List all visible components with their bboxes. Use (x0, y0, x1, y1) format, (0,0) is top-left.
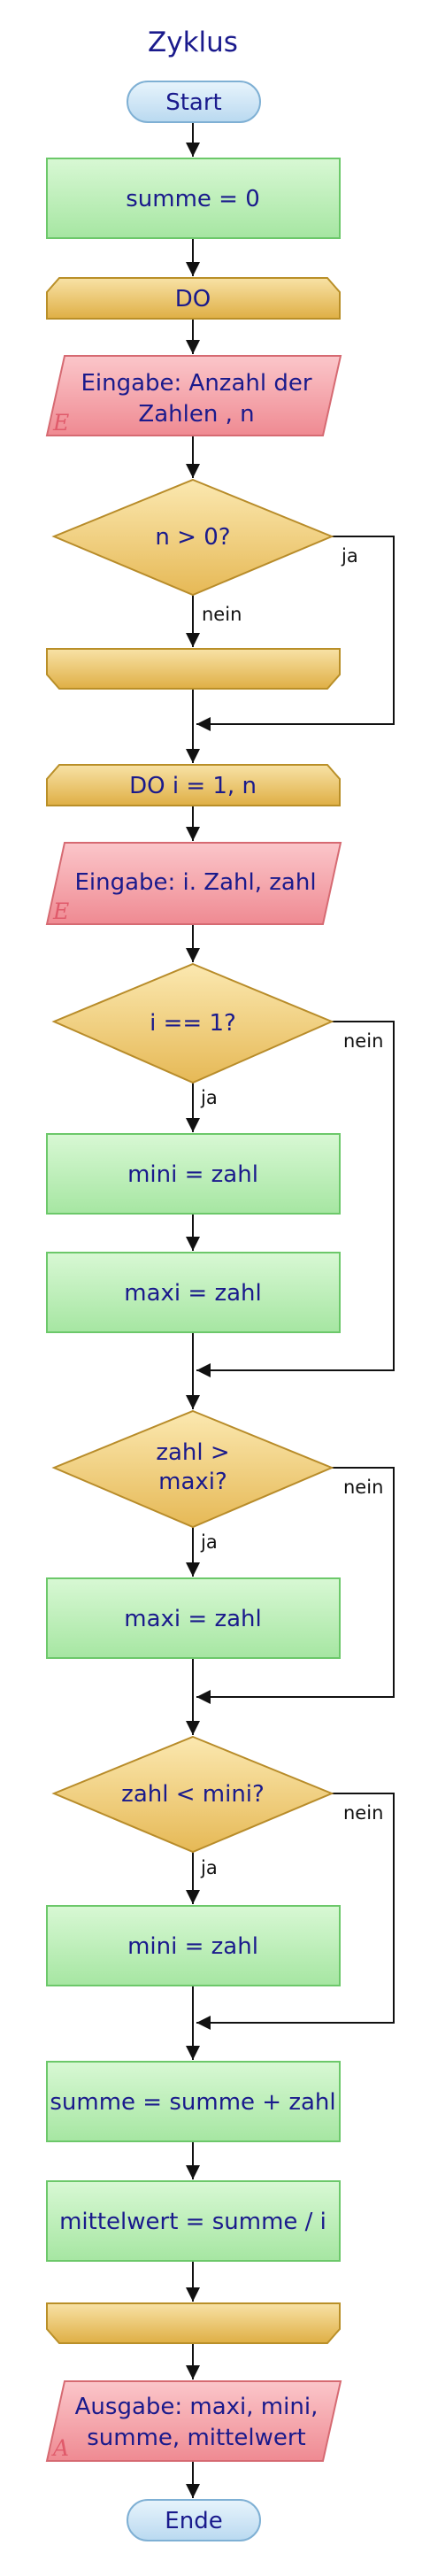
edge-label-cond-min-no: nein (343, 1802, 383, 1824)
cond-max-line-1: zahl > (156, 1439, 229, 1466)
end-terminal: Ende (127, 2499, 261, 2541)
input-count-line-1: Eingabe: Anzahl der (81, 370, 311, 397)
loop-end-inner (46, 2302, 341, 2344)
edge-cond-n-yes (196, 536, 395, 731)
process-set-mini-first: mini = zahl (46, 1133, 341, 1215)
loop-end-outer (46, 648, 341, 690)
input-marker: E (52, 410, 69, 436)
end-label: Ende (165, 2508, 222, 2534)
cond-first-label: i == 1? (150, 1010, 236, 1037)
input-number: Eingabe: i. Zahl, zahl E (45, 842, 342, 925)
process-add-sum: summe = summe + zahl (46, 2061, 341, 2142)
output-line-2: summe, mittelwert (87, 2425, 306, 2451)
set-mini-label: mini = zahl (127, 1933, 258, 1960)
process-calc-mean: mittelwert = summe / i (46, 2180, 341, 2262)
loop-start-outer: DO (46, 277, 341, 320)
edge-label-cond-n-yes: ja (341, 545, 358, 567)
edges (186, 122, 395, 2498)
output-marker: A (51, 2435, 69, 2461)
decision-n: n > 0? (51, 478, 334, 597)
diagram-title: Zyklus (148, 27, 238, 58)
start-label: Start (165, 89, 222, 116)
process-set-mini: mini = zahl (46, 1905, 341, 1986)
set-maxi-label: maxi = zahl (124, 1606, 261, 1632)
add-sum-label: summe = summe + zahl (50, 2089, 335, 2116)
edge-label-cond-first-no: nein (343, 1030, 383, 1052)
process-init-sum: summe = 0 (46, 158, 341, 239)
edge-label-cond-max-no: nein (343, 1477, 383, 1498)
output-results: Ausgabe: maxi, mini, summe, mittelwert A (45, 2380, 342, 2462)
set-mini-first-label: mini = zahl (127, 1161, 258, 1188)
cond-n-label: n > 0? (155, 524, 230, 551)
init-sum-label: summe = 0 (126, 186, 260, 212)
edge-label-cond-first-yes: ja (200, 1087, 218, 1108)
calc-mean-label: mittelwert = summe / i (59, 2209, 326, 2235)
edge-cond-max-no (196, 1467, 395, 1704)
edge-cond-first-no (196, 1021, 395, 1377)
do-outer-label: DO (175, 286, 211, 312)
cond-max-line-2: maxi? (158, 1469, 227, 1495)
edge-label-cond-min-yes: ja (200, 1857, 218, 1878)
input-count: Eingabe: Anzahl der Zahlen , n E (45, 355, 342, 436)
input-count-line-2: Zahlen , n (138, 401, 254, 428)
edge-cond-min-no (196, 1793, 395, 2030)
process-set-maxi: maxi = zahl (46, 1577, 341, 1659)
edge-label-cond-n-no: nein (202, 604, 242, 625)
input-number-label: Eingabe: i. Zahl, zahl (74, 869, 316, 896)
process-set-maxi-first: maxi = zahl (46, 1252, 341, 1333)
decision-max: zahl > maxi? (51, 1409, 334, 1529)
edge-label-cond-max-yes: ja (200, 1531, 218, 1553)
do-inner-label: DO i = 1, n (129, 773, 257, 799)
set-maxi-first-label: maxi = zahl (124, 1280, 261, 1307)
cond-min-label: zahl < mini? (121, 1781, 265, 1808)
input-marker: E (52, 899, 69, 924)
decision-min: zahl < mini? (51, 1735, 334, 1854)
output-line-1: Ausgabe: maxi, mini, (75, 2394, 319, 2420)
start-terminal: Start (127, 81, 261, 123)
decision-first: i == 1? (51, 962, 334, 1084)
loop-start-inner: DO i = 1, n (46, 764, 341, 806)
